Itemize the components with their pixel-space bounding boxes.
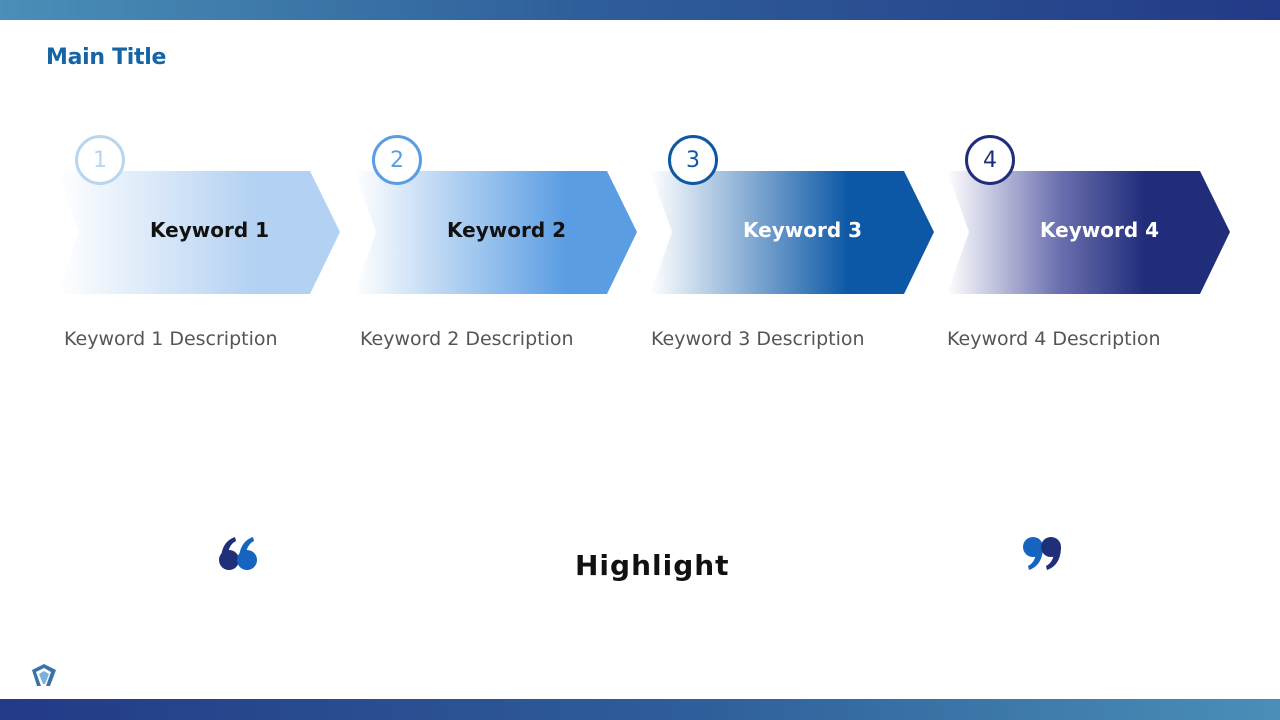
step-number-4: 4 bbox=[965, 135, 1015, 185]
close-quote-icon bbox=[1023, 537, 1061, 570]
process-step-1: 1 Keyword 1 Keyword 1 Description bbox=[45, 134, 345, 364]
step-description-3: Keyword 3 Description bbox=[651, 328, 865, 350]
top-accent-band bbox=[0, 0, 1280, 20]
chevron-arrow-1 bbox=[57, 171, 340, 294]
process-step-2: 2 Keyword 2 Keyword 2 Description bbox=[342, 134, 642, 364]
chevron-arrow-4 bbox=[947, 171, 1230, 294]
chevron-arrow-2 bbox=[354, 171, 637, 294]
brand-logo-icon bbox=[32, 664, 56, 686]
page-title: Main Title bbox=[46, 45, 167, 70]
open-quote-icon bbox=[219, 537, 257, 570]
highlight-text: Highlight bbox=[575, 549, 730, 582]
step-keyword-2: Keyword 2 bbox=[447, 218, 567, 242]
step-number-3: 3 bbox=[668, 135, 718, 185]
step-description-4: Keyword 4 Description bbox=[947, 328, 1161, 350]
bottom-accent-band bbox=[0, 699, 1280, 720]
process-step-3: 3 Keyword 3 Keyword 3 Description bbox=[638, 134, 938, 364]
step-keyword-3: Keyword 3 bbox=[743, 218, 863, 242]
step-number-1: 1 bbox=[75, 135, 125, 185]
step-keyword-1: Keyword 1 bbox=[150, 218, 270, 242]
process-step-4: 4 Keyword 4 Keyword 4 Description bbox=[935, 134, 1235, 364]
step-number-2: 2 bbox=[372, 135, 422, 185]
step-keyword-4: Keyword 4 bbox=[1040, 218, 1160, 242]
step-description-1: Keyword 1 Description bbox=[64, 328, 278, 350]
chevron-arrow-3 bbox=[650, 171, 934, 294]
step-description-2: Keyword 2 Description bbox=[360, 328, 574, 350]
